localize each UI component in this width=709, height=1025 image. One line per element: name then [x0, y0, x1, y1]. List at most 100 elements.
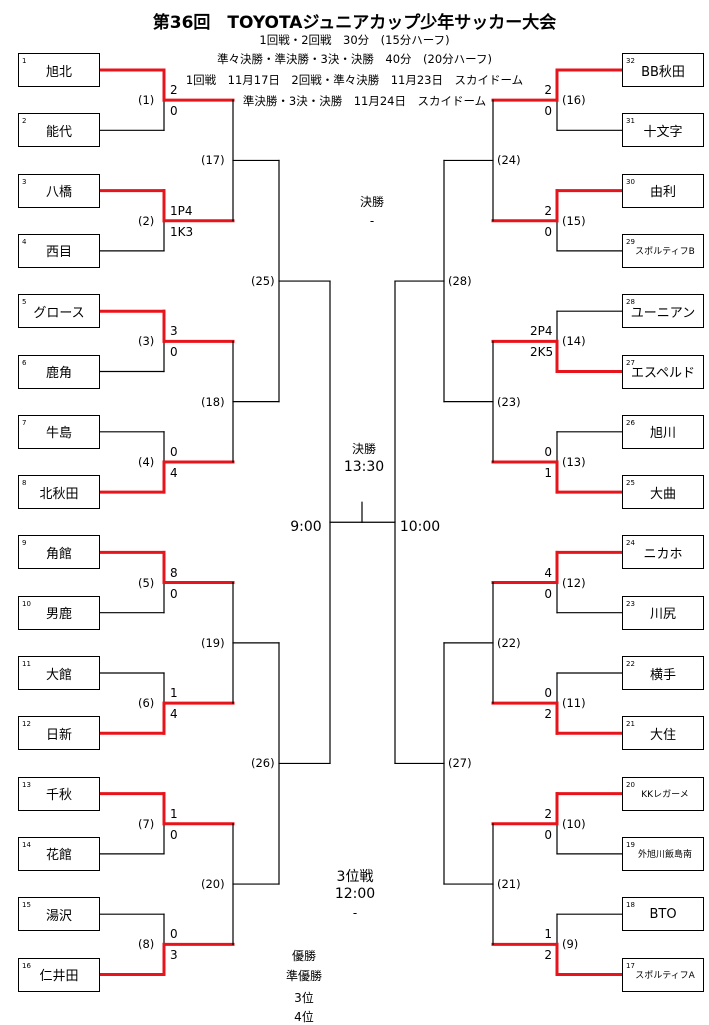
- team-box-right-22: 22 横手: [622, 656, 704, 690]
- team-number: 23: [626, 599, 635, 608]
- score-top-right-r1: 0: [544, 444, 552, 459]
- team-name: 八橋: [45, 185, 72, 201]
- match-label-left-r2: (20): [201, 877, 225, 892]
- team-name: 角館: [45, 546, 72, 562]
- team-name: グロース: [33, 305, 85, 321]
- score-top-right-r1: 2: [544, 203, 552, 218]
- team-name: スポルティフA: [635, 971, 695, 981]
- score-bottom-left-r1: 0: [170, 586, 178, 601]
- score-top-left-r1: 8: [170, 565, 178, 580]
- team-number: 1: [22, 57, 27, 65]
- team-number: 31: [626, 117, 635, 126]
- score-bottom-left-r1: 0: [170, 104, 178, 119]
- match-label-right-r1: (12): [562, 575, 586, 590]
- match-label-left-r1: (6): [138, 696, 155, 711]
- team-name: 旭北: [45, 64, 72, 80]
- score-bottom-left-r1: 0: [170, 827, 178, 842]
- match-label-right-r2: (24): [497, 153, 521, 168]
- team-name: 鹿角: [45, 366, 72, 381]
- match-label-right-r1: (16): [562, 93, 586, 108]
- team-name: 北秋田: [39, 486, 79, 502]
- team-number: 16: [22, 961, 31, 970]
- team-box-left-4: 4 西目: [18, 233, 100, 268]
- team-number: 13: [22, 780, 31, 789]
- match-label-right-r1: (14): [562, 334, 586, 349]
- score-bottom-left-r1: 1K3: [170, 224, 194, 239]
- match-label-left-r2: (18): [201, 394, 225, 409]
- team-name: 仁井田: [39, 969, 79, 984]
- team-name: エスペルド: [630, 366, 696, 381]
- team-name: 横手: [649, 667, 676, 683]
- team-number: 8: [22, 479, 27, 488]
- schedule-line-1: 1回戦・2回戦 30分 (15分ハーフ): [259, 33, 450, 47]
- score-bottom-right-r1: 0: [544, 224, 552, 239]
- team-name: 大住: [649, 727, 676, 743]
- score-top-left-r1: 2: [170, 83, 178, 98]
- team-name: 大館: [45, 667, 72, 683]
- third-place-result: -: [352, 906, 358, 920]
- team-number: 21: [626, 720, 635, 729]
- final-label-top: 決勝: [359, 195, 384, 209]
- third-place-label: 3位戦: [336, 869, 374, 885]
- match-label-right-r1: (10): [562, 816, 586, 831]
- score-top-left-r1: 0: [170, 927, 178, 942]
- team-number: 11: [22, 660, 31, 668]
- match-label-left-r1: (2): [138, 213, 155, 228]
- schedule-line-2: 準々決勝・準決勝・3決・決勝 40分 (20分ハーフ): [217, 52, 492, 66]
- match-label-left-r1: (4): [138, 454, 155, 469]
- team-name: 外旭川飯島南: [637, 850, 692, 861]
- team-number: 4: [22, 237, 27, 246]
- match-label-left-r3: (26): [251, 756, 275, 771]
- score-bottom-right-r1: 2: [544, 948, 552, 963]
- result-champion: 優勝: [291, 949, 316, 963]
- schedule-line-3: 1回戦 11月17日 2回戦・準々決勝 11月23日 スカイドーム: [185, 73, 524, 87]
- match-label-left-r1: (1): [138, 93, 155, 108]
- match-label-left-r2: (17): [201, 153, 225, 168]
- match-label-left-r1: (5): [138, 575, 155, 590]
- score-bottom-left-r1: 4: [170, 465, 178, 480]
- score-top-right-r1: 2: [544, 806, 552, 821]
- match-label-left-r1: (7): [138, 816, 155, 831]
- score-bottom-right-r1: 2K5: [530, 345, 554, 360]
- team-number: 22: [626, 660, 635, 668]
- third-place-time: 12:00: [334, 886, 376, 902]
- match-label-right-r2: (22): [497, 635, 521, 650]
- right-semifinal-time: 10:00: [399, 519, 441, 535]
- team-number: 9: [22, 539, 27, 548]
- team-number: 18: [626, 901, 635, 910]
- score-top-left-r1: 0: [170, 444, 178, 459]
- score-bottom-left-r1: 4: [170, 707, 178, 722]
- score-bottom-right-r1: 0: [544, 827, 552, 842]
- final-time: 13:30: [343, 459, 385, 475]
- score-bottom-right-r1: 2: [544, 707, 552, 722]
- score-top-left-r1: 1: [170, 686, 178, 701]
- team-name: 花館: [45, 848, 72, 864]
- team-name: 西目: [45, 245, 72, 261]
- score-bottom-left-r1: 0: [170, 345, 178, 360]
- team-name: 牛島: [45, 426, 72, 442]
- team-number: 24: [626, 539, 635, 548]
- team-name: BTO: [649, 906, 677, 922]
- left-semifinal-time: 9:00: [290, 519, 322, 535]
- team-box-left-16: 16 仁井田: [18, 957, 100, 992]
- team-name: 能代: [45, 124, 72, 140]
- score-bottom-left-r1: 3: [170, 948, 178, 963]
- team-name: 川尻: [649, 607, 676, 623]
- score-top-right-r1: 2P4: [530, 324, 553, 339]
- team-name: 千秋: [45, 788, 72, 804]
